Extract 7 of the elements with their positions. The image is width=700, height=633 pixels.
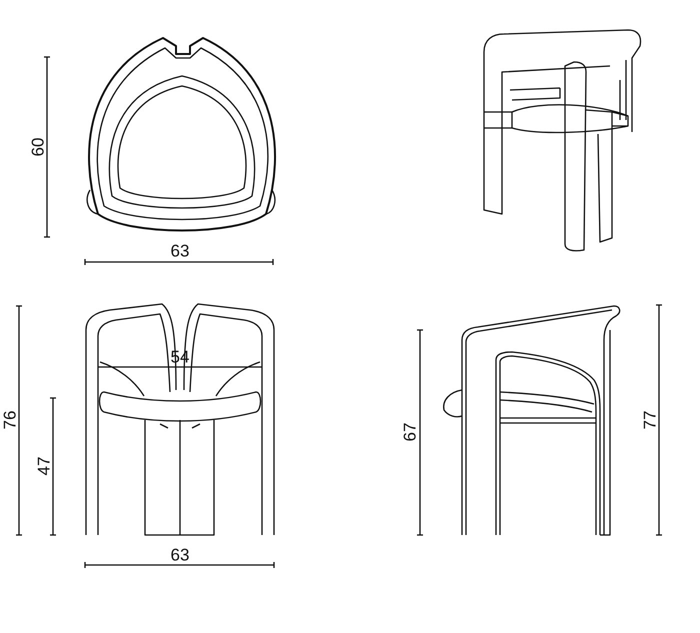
dimension-label: 63 [170, 242, 190, 260]
dimension-label: 63 [170, 546, 190, 564]
dimension-label: 77 [642, 410, 658, 430]
dimension-label: 47 [36, 456, 52, 476]
dimension-label: 60 [30, 138, 46, 156]
dimension-label: 67 [402, 422, 418, 442]
dimension-label: 76 [2, 410, 18, 430]
